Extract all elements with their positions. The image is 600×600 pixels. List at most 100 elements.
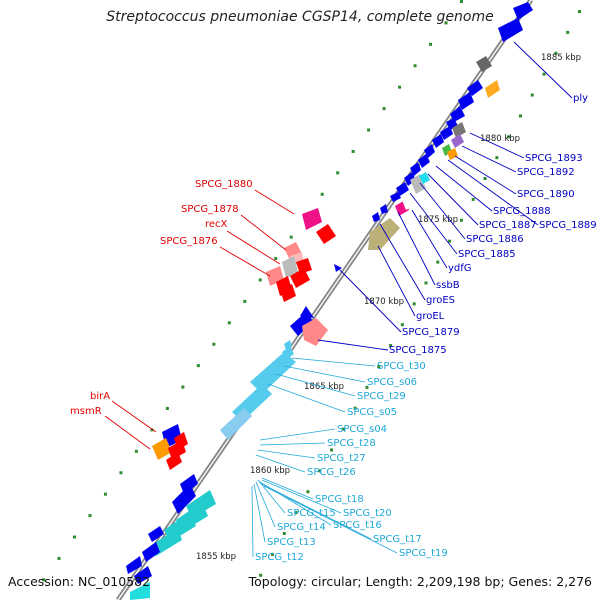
ruler-dot — [483, 177, 487, 181]
leader-line — [267, 383, 346, 413]
gene-label: SPCG_1876 — [160, 236, 218, 247]
leader-line — [261, 483, 372, 540]
ruler-dot — [377, 364, 381, 368]
leader-line — [257, 449, 316, 459]
leader-line — [435, 165, 493, 212]
ruler-dot — [57, 556, 61, 560]
leader-line — [454, 155, 517, 195]
gene-feature — [404, 172, 416, 186]
gene-feature-orange — [485, 80, 500, 98]
ruler-dot — [42, 578, 46, 582]
gene-feature — [172, 484, 196, 514]
gene-label: SPCG_t20 — [343, 508, 392, 519]
ruler-dot — [367, 128, 371, 132]
ruler-dot — [289, 235, 293, 239]
gene-label: msmR — [70, 406, 102, 417]
leader-line — [469, 132, 525, 159]
ruler-dot — [103, 492, 107, 496]
gene-feature-orange — [152, 438, 172, 460]
leader-line — [317, 339, 389, 351]
ruler-dot — [134, 449, 138, 453]
gene-label: SPCG_t17 — [373, 534, 422, 545]
gene-feature-orange — [447, 148, 458, 160]
ruler-dot — [259, 573, 263, 577]
gene-feature — [410, 162, 421, 176]
ruler-dot — [274, 257, 278, 261]
gene-feature-salmon — [302, 318, 328, 346]
ruler-dot — [227, 321, 231, 325]
gene-feature-grey — [452, 122, 466, 138]
gene-label: groEL — [416, 311, 445, 322]
gene-feature — [296, 258, 312, 274]
gene-label: SPCG_1880 — [195, 179, 253, 190]
genome-summary-text: Topology: circular; Length: 2,209,198 bp… — [248, 574, 592, 589]
gene-label: SPCG_t12 — [255, 552, 304, 563]
gene-label: SPCG_t27 — [317, 453, 366, 464]
gene-feature — [148, 526, 164, 542]
ruler-dot — [436, 260, 440, 264]
leader-line — [111, 400, 157, 433]
leader-line — [261, 479, 342, 514]
ruler-dot — [566, 30, 570, 34]
gene-feature — [424, 144, 435, 158]
leader-line — [461, 145, 517, 173]
gene-feature-rna — [284, 340, 292, 350]
ruler-dot — [413, 64, 417, 68]
gene-label: SPCG_1878 — [181, 204, 239, 215]
leader-line — [379, 223, 426, 301]
gene-feature-cyan — [419, 172, 430, 184]
gene-feature-rna-block — [250, 352, 296, 394]
ruler-dot — [554, 51, 558, 55]
map-title: Streptococcus pneumoniae CGSP14, complet… — [106, 9, 494, 25]
leader-line — [339, 269, 402, 333]
gene-label: recX — [205, 219, 228, 230]
ruler-dot — [495, 156, 499, 160]
ruler-dot — [353, 406, 357, 410]
leader-line — [283, 365, 366, 383]
ruler-dot — [400, 323, 404, 327]
leader-line — [240, 214, 287, 251]
accession-text: Accession: NC_010582 — [8, 574, 151, 589]
ruler-dot — [318, 469, 322, 473]
gene-label: SPCG_t28 — [327, 438, 376, 449]
ruler-dot — [398, 85, 402, 89]
ruler-dot — [444, 21, 448, 25]
gene-feature-outline — [402, 194, 416, 210]
ruler-dot — [336, 171, 340, 175]
kbp-marker-label: 1855 kbp — [196, 552, 236, 562]
gene-label: SPCG_t26 — [307, 467, 356, 478]
gene-label: SPCG_s05 — [347, 407, 397, 418]
gene-label: SPCG_1888 — [493, 206, 551, 217]
gene-feature — [180, 474, 198, 494]
leader-line — [104, 415, 151, 450]
gene-feature — [316, 224, 336, 244]
kbp-marker-label: 1885 kbp — [541, 53, 581, 63]
ruler-dot — [578, 10, 581, 13]
gene-feature-grey — [282, 256, 298, 278]
gene-label: SPCG_1893 — [525, 153, 583, 164]
gene-label: ssbB — [436, 280, 460, 291]
gene-feature-grey — [476, 56, 492, 72]
leader-line — [254, 189, 295, 215]
ruler-dot — [320, 192, 324, 196]
ruler-dot — [542, 72, 546, 76]
ruler-dot — [507, 135, 511, 139]
ruler-dot — [294, 511, 298, 515]
ruler-dot — [351, 149, 355, 153]
gene-label: SPCG_t13 — [267, 537, 316, 548]
gene-label: SPCG_1887 — [479, 220, 537, 231]
gene-feature — [432, 134, 444, 148]
gene-feature — [450, 106, 465, 122]
ruler-dot — [150, 428, 154, 432]
gene-feature — [390, 192, 401, 202]
gene-feature — [290, 268, 310, 288]
gene-label: SPCG_1889 — [539, 220, 597, 231]
ruler-dot — [119, 471, 123, 475]
gene-feature — [440, 126, 453, 140]
ruler-dot — [460, 0, 463, 3]
gene-label: birA — [90, 391, 110, 402]
gene-label: SPCG_t18 — [315, 494, 364, 505]
leader-line — [255, 481, 276, 528]
gene-label: SPCG_1886 — [466, 234, 524, 245]
